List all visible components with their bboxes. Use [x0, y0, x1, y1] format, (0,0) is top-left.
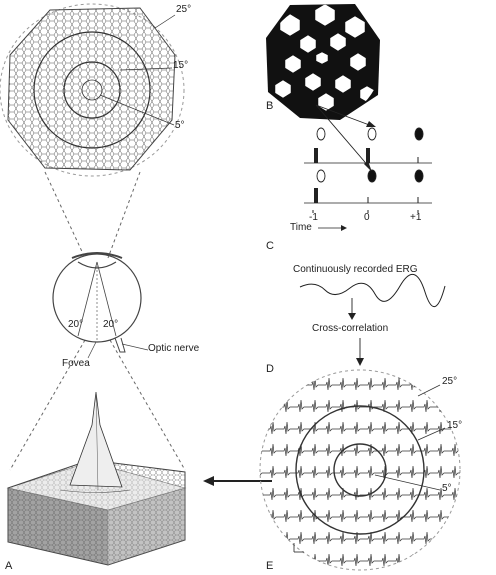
- m-sequence-stimulus: [266, 4, 380, 120]
- projection-lines: [9, 171, 186, 471]
- response-density-plot: [6, 391, 187, 566]
- panel-label-a: A: [5, 560, 13, 572]
- eye-angle-left: 20°: [68, 319, 84, 330]
- arrowhead-left: [203, 476, 214, 486]
- resp-label-25: 25°: [442, 376, 458, 387]
- optic-nerve-label: Optic nerve: [148, 343, 200, 354]
- resp-label-15: 15°: [447, 420, 463, 431]
- erg-recorded-label: Continuously recorded ERG: [293, 264, 418, 275]
- eye-diagram: [52, 252, 149, 359]
- panel-label-b: B: [266, 100, 274, 112]
- fovea-label: Fovea: [62, 358, 90, 369]
- panel-label-d: D: [266, 363, 274, 375]
- tick-minus-one: -1: [309, 212, 318, 223]
- tick-zero: 0: [364, 212, 370, 223]
- stim-label-15: 15°: [173, 60, 189, 71]
- panel-label-c: C: [266, 240, 274, 252]
- panel-label-e: E: [266, 560, 274, 572]
- eye-angle-right: 20°: [103, 319, 119, 330]
- stim-label-25: 25°: [176, 4, 192, 15]
- timeline-diagram: [304, 104, 432, 231]
- cross-correlation-label: Cross-correlation: [312, 323, 389, 334]
- resp-label-5: 5°: [442, 483, 452, 494]
- time-label: Time: [290, 222, 312, 233]
- tick-plus-one: +1: [410, 212, 422, 223]
- stim-label-5: 5°: [175, 120, 185, 131]
- stimulus-hexagon-array: [0, 3, 185, 177]
- erg-processing: [299, 274, 446, 366]
- erg-trace-array: [259, 369, 461, 571]
